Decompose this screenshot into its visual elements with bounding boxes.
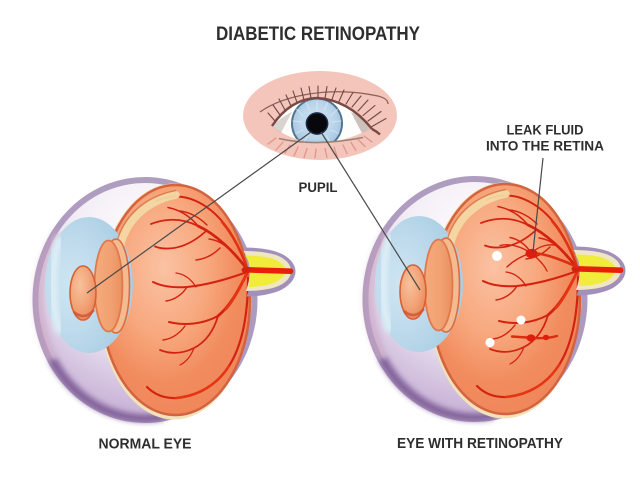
svg-text:LEAK FLUID: LEAK FLUID bbox=[507, 123, 584, 139]
svg-text:PUPIL: PUPIL bbox=[299, 180, 338, 196]
svg-text:EYE WITH RETINOPATHY: EYE WITH RETINOPATHY bbox=[397, 435, 563, 452]
svg-text:INTO THE RETINA: INTO THE RETINA bbox=[486, 139, 604, 155]
svg-text:NORMAL EYE: NORMAL EYE bbox=[99, 436, 192, 453]
svg-text:DIABETIC RETINOPATHY: DIABETIC RETINOPATHY bbox=[216, 24, 420, 45]
